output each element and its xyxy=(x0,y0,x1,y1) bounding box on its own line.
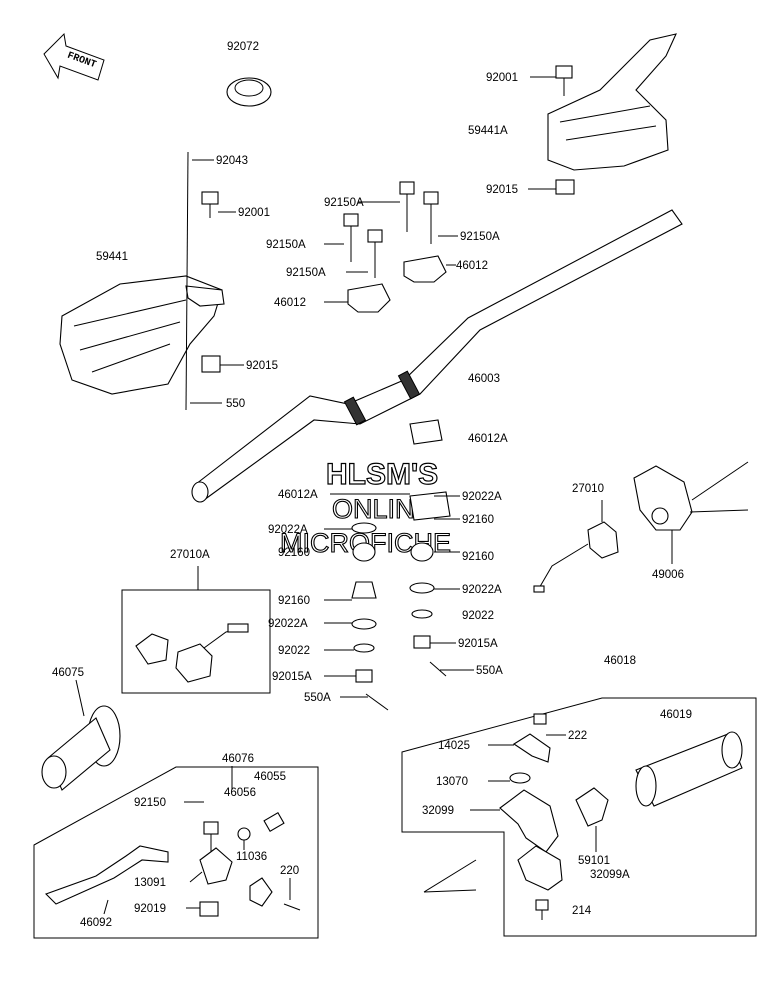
callout-46012a-lower: 46012A xyxy=(278,489,318,501)
callout-46076: 46076 xyxy=(222,753,254,765)
callout-92001-left: 92001 xyxy=(238,207,270,219)
callout-92150a-2: 92150A xyxy=(460,231,500,243)
callout-14025: 14025 xyxy=(438,740,470,752)
callout-13091: 13091 xyxy=(134,877,166,889)
callout-46012a-upper: 46012A xyxy=(468,433,508,445)
brake-lever-parts xyxy=(423,713,609,911)
brake-lever-assembly-box xyxy=(401,697,757,937)
callout-92015a-2: 92015A xyxy=(272,671,312,683)
grip-right-46019 xyxy=(635,731,743,807)
ring-92072 xyxy=(226,77,272,107)
handguard-left-59441 xyxy=(59,275,225,395)
callout-92160-4: 92160 xyxy=(278,595,310,607)
front-label: FRONT xyxy=(65,51,97,72)
leader-lines xyxy=(75,76,673,920)
callout-92022-2: 92022 xyxy=(278,645,310,657)
callout-46012-lower: 46012 xyxy=(274,297,306,309)
watermark-line1: HLSM'S xyxy=(326,458,438,491)
callout-59441: 59441 xyxy=(96,251,128,263)
callout-92043: 92043 xyxy=(216,155,248,167)
handlebar-46003 xyxy=(191,209,683,503)
callout-550a-1: 550A xyxy=(476,665,503,677)
callout-27010: 27010 xyxy=(572,483,604,495)
callout-labels: 92072 92001 59441A 92015 92043 92001 921… xyxy=(52,41,692,929)
callout-92019: 92019 xyxy=(134,903,166,915)
callout-92015-left: 92015 xyxy=(246,360,278,372)
callout-59441a: 59441A xyxy=(468,125,508,137)
callout-222: 222 xyxy=(568,730,587,742)
callout-550a-2: 550A xyxy=(304,692,331,704)
switch-27010a-box xyxy=(121,589,271,694)
callout-92150a-1: 92150A xyxy=(324,197,364,209)
callout-92015a-1: 92015A xyxy=(458,638,498,650)
callout-32099a: 32099A xyxy=(590,869,630,881)
callout-92150a-3: 92150A xyxy=(266,239,306,251)
callout-46092: 46092 xyxy=(80,917,112,929)
callout-220: 220 xyxy=(280,865,299,877)
callout-92015-right: 92015 xyxy=(486,184,518,196)
callout-46012-upper: 46012 xyxy=(456,260,488,272)
callout-92022a-3: 92022A xyxy=(462,584,502,596)
callout-46003: 46003 xyxy=(468,373,500,385)
callout-27010a: 27010A xyxy=(170,549,210,561)
switch-27010 xyxy=(533,521,619,593)
grip-left-46075 xyxy=(41,705,121,791)
callout-46019: 46019 xyxy=(660,709,692,721)
callout-46055: 46055 xyxy=(254,771,286,783)
callout-46018: 46018 xyxy=(604,655,636,667)
callout-49006: 49006 xyxy=(652,569,684,581)
callout-92001-right: 92001 xyxy=(486,72,518,84)
callout-214: 214 xyxy=(572,905,592,917)
callout-32099: 32099 xyxy=(422,805,454,817)
callout-46056: 46056 xyxy=(224,787,256,799)
callout-92150: 92150 xyxy=(134,797,166,809)
switch-27010a xyxy=(135,623,249,683)
callout-92022-1: 92022 xyxy=(462,610,494,622)
callout-92022a-1: 92022A xyxy=(462,491,502,503)
fasteners xyxy=(185,65,575,711)
callout-92022a-2: 92022A xyxy=(268,524,308,536)
callout-92022a-4: 92022A xyxy=(268,618,308,630)
callout-13070: 13070 xyxy=(436,776,468,788)
clutch-lever-assembly-box xyxy=(33,766,319,939)
callout-11036: 11036 xyxy=(236,851,267,863)
clutch-lever-parts xyxy=(44,812,301,917)
callout-92160-2: 92160 xyxy=(278,547,310,559)
callout-92160-3: 92160 xyxy=(462,551,494,563)
callout-92150a-4: 92150A xyxy=(286,267,326,279)
callout-550: 550 xyxy=(226,398,245,410)
callout-59101: 59101 xyxy=(578,855,610,867)
throttle-housing-49006 xyxy=(633,461,749,531)
callout-46075: 46075 xyxy=(52,667,84,679)
handguard-right-59441a xyxy=(547,33,677,171)
front-arrow: FRONT xyxy=(43,32,105,81)
callout-92160-1: 92160 xyxy=(462,514,494,526)
callout-92072: 92072 xyxy=(227,41,259,53)
